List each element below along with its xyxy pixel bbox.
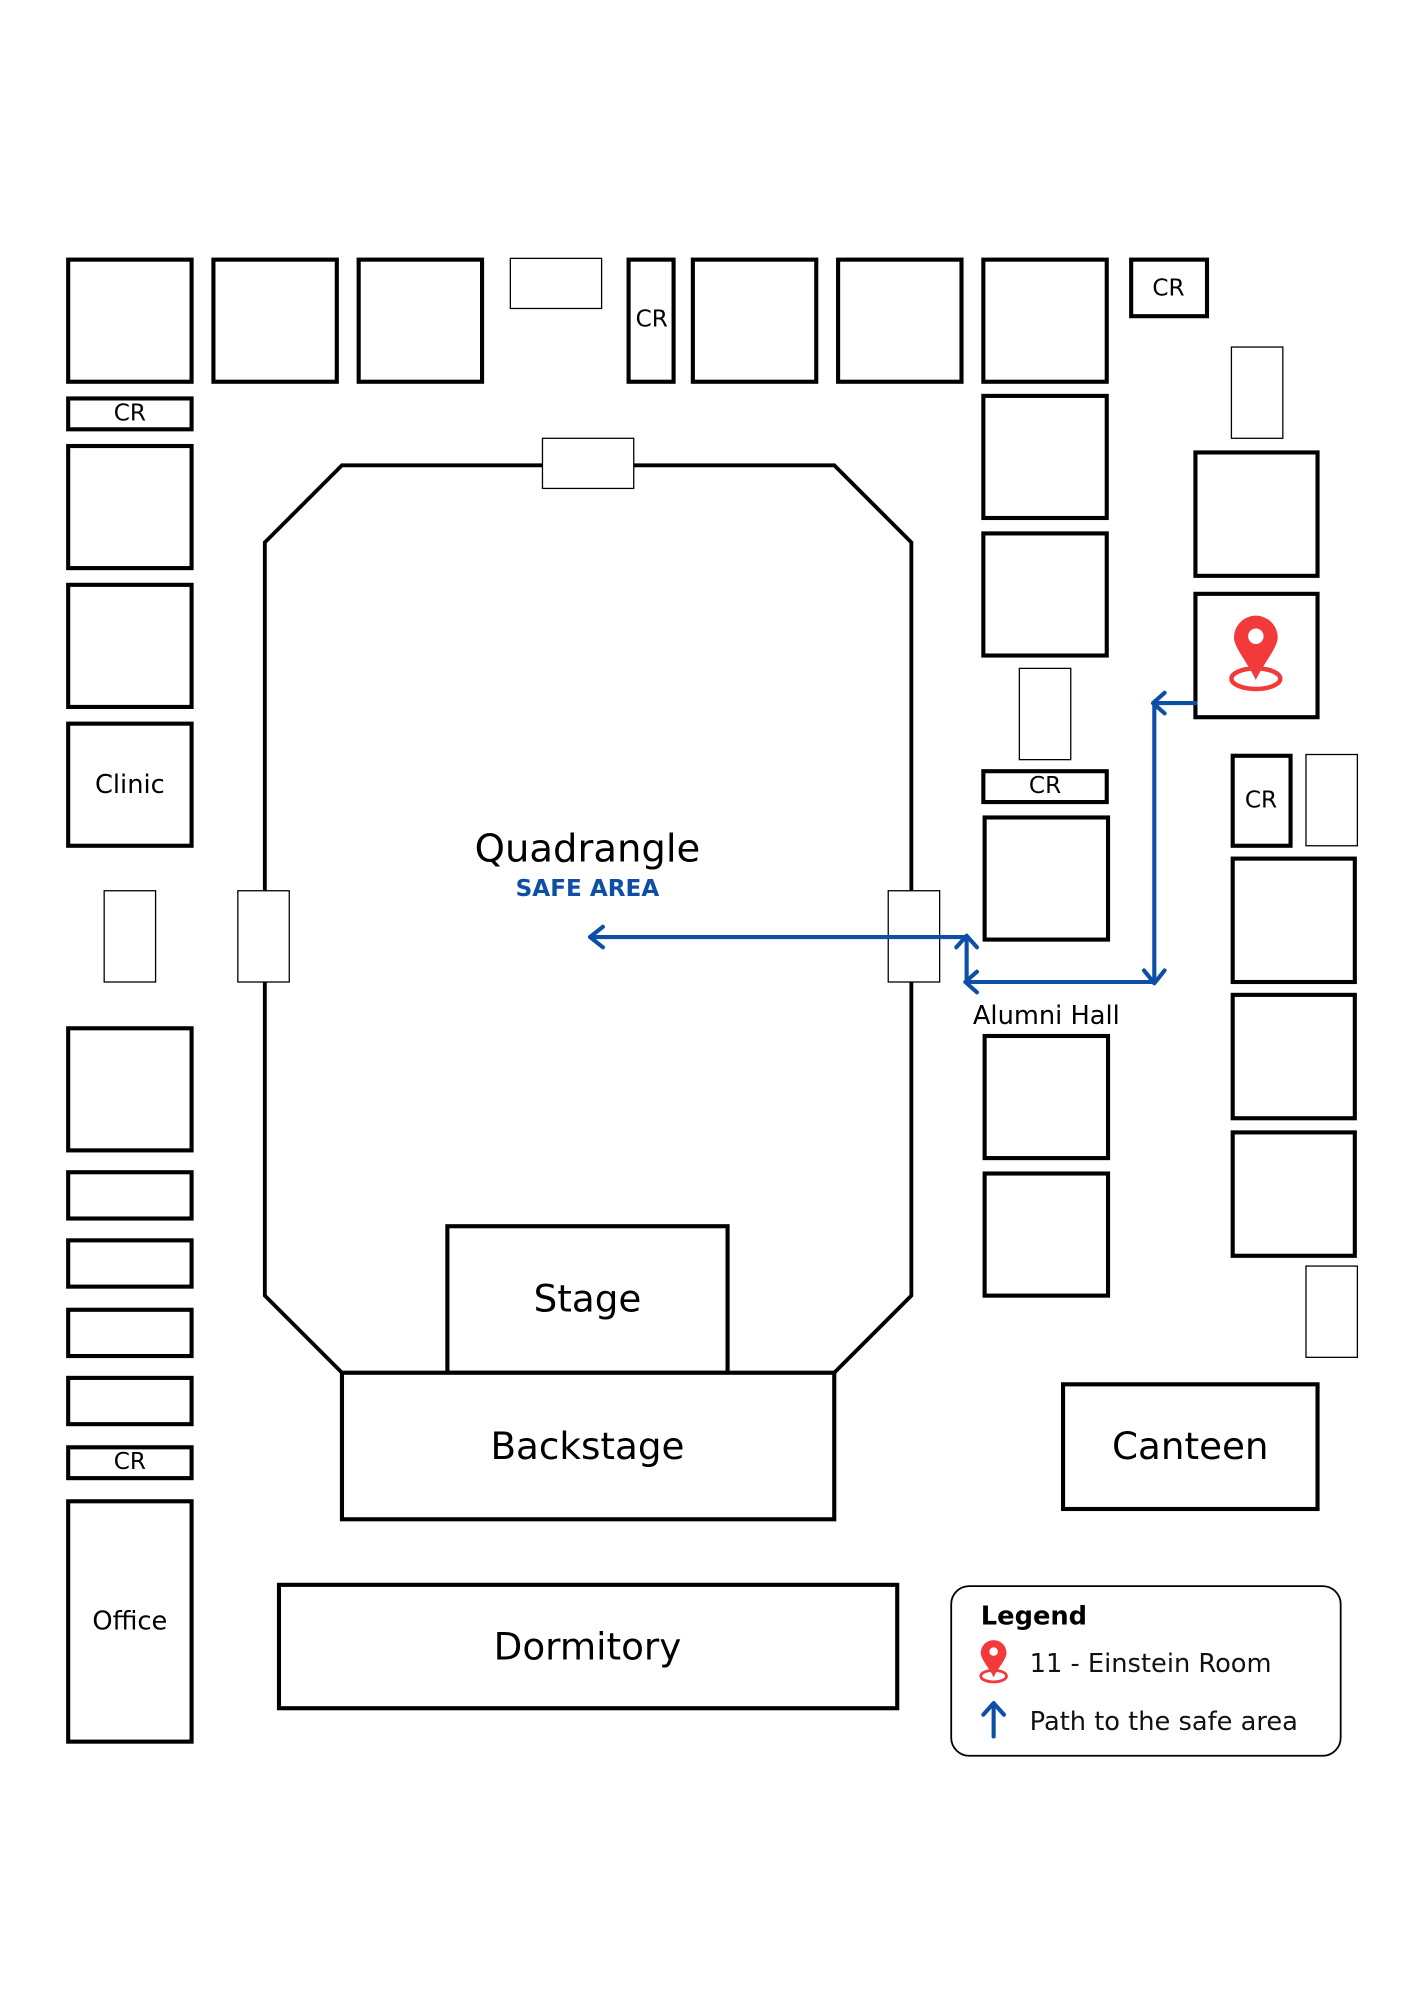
legend-box xyxy=(950,1585,1342,1757)
backstage[interactable] xyxy=(339,1370,837,1522)
up-arrow-icon xyxy=(981,1701,1006,1739)
cr-left-bottom[interactable] xyxy=(66,1445,194,1481)
safe-area-label: SAFE AREA xyxy=(516,876,660,902)
arrowhead-icon xyxy=(954,933,979,950)
cr-left-top[interactable] xyxy=(66,396,194,432)
clinic[interactable] xyxy=(66,721,194,848)
dormitory[interactable] xyxy=(276,1582,900,1711)
room-mid-1[interactable] xyxy=(981,393,1109,521)
room-left-4[interactable] xyxy=(66,1170,194,1221)
room-right-3[interactable] xyxy=(1230,992,1357,1121)
room-mid-3[interactable] xyxy=(982,815,1111,942)
cr-label: CR xyxy=(114,1449,146,1475)
room-left-6[interactable] xyxy=(66,1307,194,1359)
cr-label: CR xyxy=(114,400,146,426)
room-left-3[interactable] xyxy=(66,1026,194,1153)
legend-item-label: 11 - Einstein Room xyxy=(1030,1649,1272,1679)
cr-top-right[interactable] xyxy=(1129,257,1210,319)
backstage-label: Backstage xyxy=(491,1424,685,1468)
dormitory-label: Dormitory xyxy=(494,1625,682,1669)
room-left-5[interactable] xyxy=(66,1238,194,1289)
cr-mid[interactable] xyxy=(981,769,1109,805)
alumni-hall-room-1[interactable] xyxy=(982,1033,1111,1161)
alumni-hall-label: Alumni Hall xyxy=(973,1001,1120,1031)
stairs-top xyxy=(509,257,603,310)
room-top-6[interactable] xyxy=(981,257,1109,384)
cr-label: CR xyxy=(1152,276,1184,302)
stairs-left xyxy=(103,890,157,983)
stairs-right-mid xyxy=(1305,753,1359,847)
room-left-1[interactable] xyxy=(66,443,194,571)
location-pin-icon xyxy=(1229,615,1283,692)
stage-label: Stage xyxy=(534,1276,642,1320)
canteen[interactable] xyxy=(1060,1382,1320,1512)
cr-label: CR xyxy=(1029,773,1061,799)
office[interactable] xyxy=(66,1499,194,1744)
room-top-4[interactable] xyxy=(690,257,819,384)
office-label: Office xyxy=(92,1607,167,1637)
arrowhead-icon xyxy=(1141,968,1167,986)
arrowhead-icon xyxy=(587,924,605,950)
location-pin-icon xyxy=(979,1640,1008,1684)
arrowhead-icon xyxy=(963,969,979,995)
room-right-2[interactable] xyxy=(1230,856,1357,985)
room-top-2[interactable] xyxy=(211,257,339,384)
room-left-7[interactable] xyxy=(66,1375,194,1427)
stairs-right-top xyxy=(1230,346,1284,439)
path-segment xyxy=(587,701,1198,985)
stage[interactable] xyxy=(445,1224,730,1375)
cr-label: CR xyxy=(636,307,668,333)
room-mid-2[interactable] xyxy=(981,531,1109,658)
clinic-label: Clinic xyxy=(95,770,165,800)
stairs-quad-left xyxy=(237,890,290,983)
room-right-1[interactable] xyxy=(1193,450,1320,578)
room-right-4[interactable] xyxy=(1230,1130,1357,1258)
cr-right[interactable] xyxy=(1230,753,1293,848)
cr-label: CR xyxy=(1245,787,1277,813)
alumni-hall-room-2[interactable] xyxy=(982,1171,1111,1298)
legend-title: Legend xyxy=(981,1601,1087,1631)
stairs-quad-top xyxy=(541,437,635,490)
stairs-mid xyxy=(1018,667,1072,761)
room-top-1[interactable] xyxy=(66,257,194,384)
legend-item-label: Path to the safe area xyxy=(1030,1707,1298,1737)
canteen-label: Canteen xyxy=(1112,1424,1269,1468)
evacuation-path xyxy=(587,690,1198,995)
legend: Legend 11 - Einstein Room Path to the sa… xyxy=(950,1585,1342,1757)
cr-top-narrow[interactable] xyxy=(626,257,676,384)
room-left-2[interactable] xyxy=(66,582,194,709)
room-top-3[interactable] xyxy=(356,257,485,384)
room-top-5[interactable] xyxy=(836,257,964,384)
stairs-right-bottom xyxy=(1305,1265,1359,1358)
quadrangle-label: Quadrangle xyxy=(475,826,701,871)
arrowhead-icon xyxy=(1150,690,1167,716)
